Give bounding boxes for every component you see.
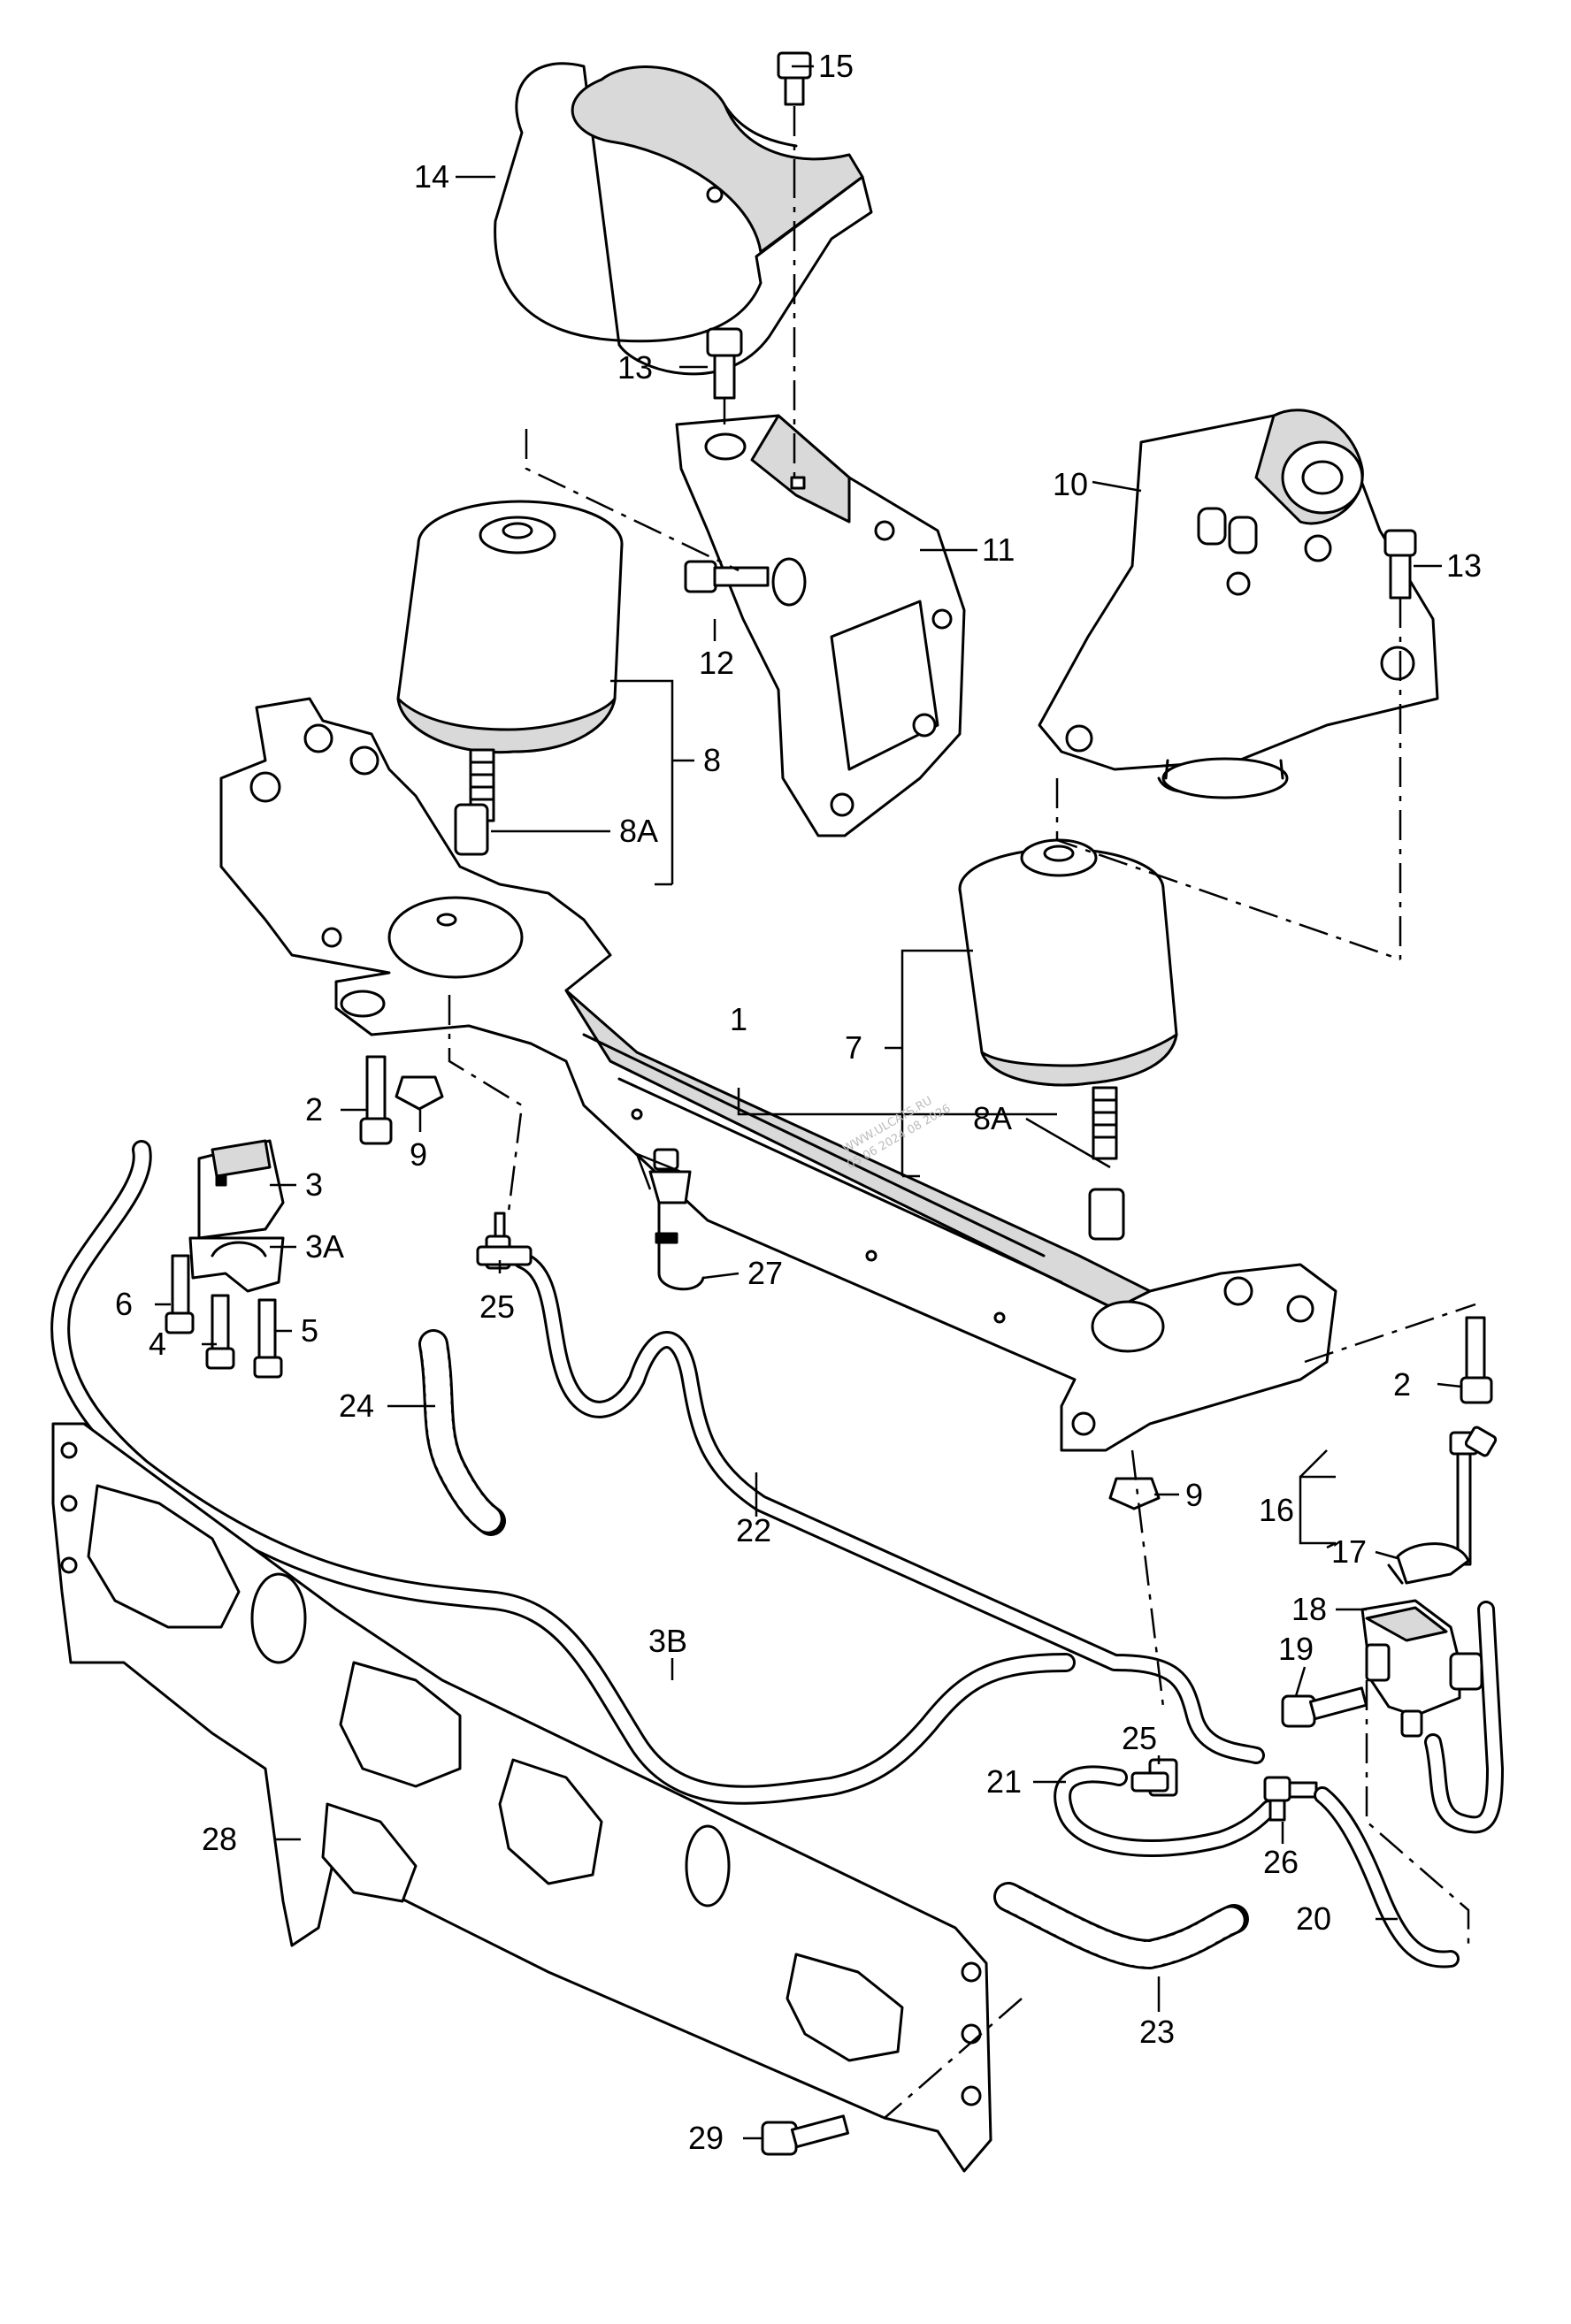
callout-3: 3 (305, 1166, 323, 1203)
callout-labels: 15 14 13 11 10 13 12 8 8A 1 7 8A 2 9 3 3… (115, 48, 1482, 2156)
engine-mount-right-part (958, 838, 1178, 1160)
callout-14: 14 (414, 158, 449, 195)
callout-10: 10 (1053, 466, 1088, 502)
callout-2-right: 2 (1393, 1366, 1411, 1403)
callout-21: 21 (986, 1763, 1022, 1800)
callout-8a-left: 8A (619, 813, 658, 849)
nut-9-left-part (395, 1075, 444, 1111)
callout-13-left: 13 (617, 349, 653, 386)
callout-24: 24 (339, 1388, 374, 1424)
callout-9-right: 9 (1185, 1477, 1203, 1513)
leader-lines (155, 65, 1462, 2140)
nut-9-right-part (1108, 1477, 1161, 1510)
stabilizer-bar-part (50, 1140, 1076, 1805)
callout-28: 28 (202, 1821, 237, 1857)
gearbox-mount-part (1038, 409, 1439, 799)
callout-3a: 3A (305, 1228, 344, 1265)
mount-nut-right-part (1088, 1188, 1125, 1241)
bolt-19-part (1281, 1686, 1368, 1728)
vacuum-hose-21-part (1054, 1765, 1278, 1857)
callout-29: 29 (688, 2120, 724, 2156)
subframe-part (219, 697, 1337, 1452)
corrugated-hose-23-part (993, 1882, 1249, 1969)
bolt-4-part (205, 1294, 235, 1370)
vacuum-line-16-lower-part (1424, 1601, 1504, 1834)
callout-13-right: 13 (1446, 547, 1482, 584)
callout-7: 7 (845, 1029, 862, 1066)
bolt-15-part (777, 51, 812, 106)
callout-12: 12 (699, 645, 734, 681)
callout-19: 19 (1278, 1631, 1314, 1667)
callout-1: 1 (730, 1001, 747, 1037)
bolt-2-left-part (359, 1055, 393, 1145)
callout-16: 16 (1259, 1492, 1294, 1528)
engine-mount-left-part (396, 500, 624, 822)
callout-18: 18 (1291, 1591, 1327, 1627)
assembly-lines (448, 106, 1476, 2119)
bolt-13-right-part (1383, 529, 1417, 600)
callout-3b: 3B (648, 1623, 687, 1659)
watermark: WWW.ULCATS.RU 05 06 2024 08 2026 (841, 1094, 954, 1172)
stabilizer-clamp-part (188, 1139, 285, 1293)
callout-22: 22 (736, 1512, 771, 1548)
callout-17: 17 (1331, 1533, 1367, 1570)
callout-26: 26 (1263, 1844, 1299, 1880)
heat-shield-part (494, 62, 873, 376)
callout-20: 20 (1296, 1900, 1331, 1937)
bolt-13-left-part (706, 327, 743, 400)
callout-8a-right: 8A (973, 1100, 1012, 1136)
hose-fitting-25-left-part (476, 1212, 533, 1270)
callout-23: 23 (1139, 2014, 1175, 2050)
vacuum-hose-20-part (1314, 1786, 1460, 1969)
bolt-12-part (684, 560, 770, 593)
callout-8: 8 (703, 742, 721, 778)
corrugated-hose-24-part (418, 1329, 506, 1536)
bolt-2-right-part (1460, 1316, 1493, 1404)
callout-2-left: 2 (305, 1091, 323, 1128)
shield-plate-part (51, 1422, 992, 2173)
solenoid-valve-part (1360, 1599, 1483, 1738)
callout-11: 11 (982, 531, 1015, 568)
mount-nut-left-part (454, 803, 489, 856)
bolt-29-part (761, 2114, 850, 2156)
vacuum-hose-22-part (513, 1251, 1265, 1764)
vacuum-line-16-part (1449, 1426, 1498, 1566)
callout-6: 6 (115, 1286, 133, 1322)
callout-9-left: 9 (410, 1136, 427, 1173)
callout-25-right: 25 (1122, 1720, 1157, 1756)
callout-25-left: 25 (479, 1288, 515, 1325)
bolt-5-part (253, 1298, 283, 1379)
clip-17-part (1387, 1542, 1470, 1585)
callout-27: 27 (747, 1255, 783, 1291)
bolt-6-part (165, 1254, 195, 1334)
callout-15: 15 (818, 48, 854, 84)
callout-4: 4 (149, 1326, 166, 1362)
callout-5: 5 (301, 1312, 318, 1349)
hose-fitting-25-right-part (1130, 1758, 1178, 1797)
t-fitting-26-part (1263, 1776, 1318, 1822)
